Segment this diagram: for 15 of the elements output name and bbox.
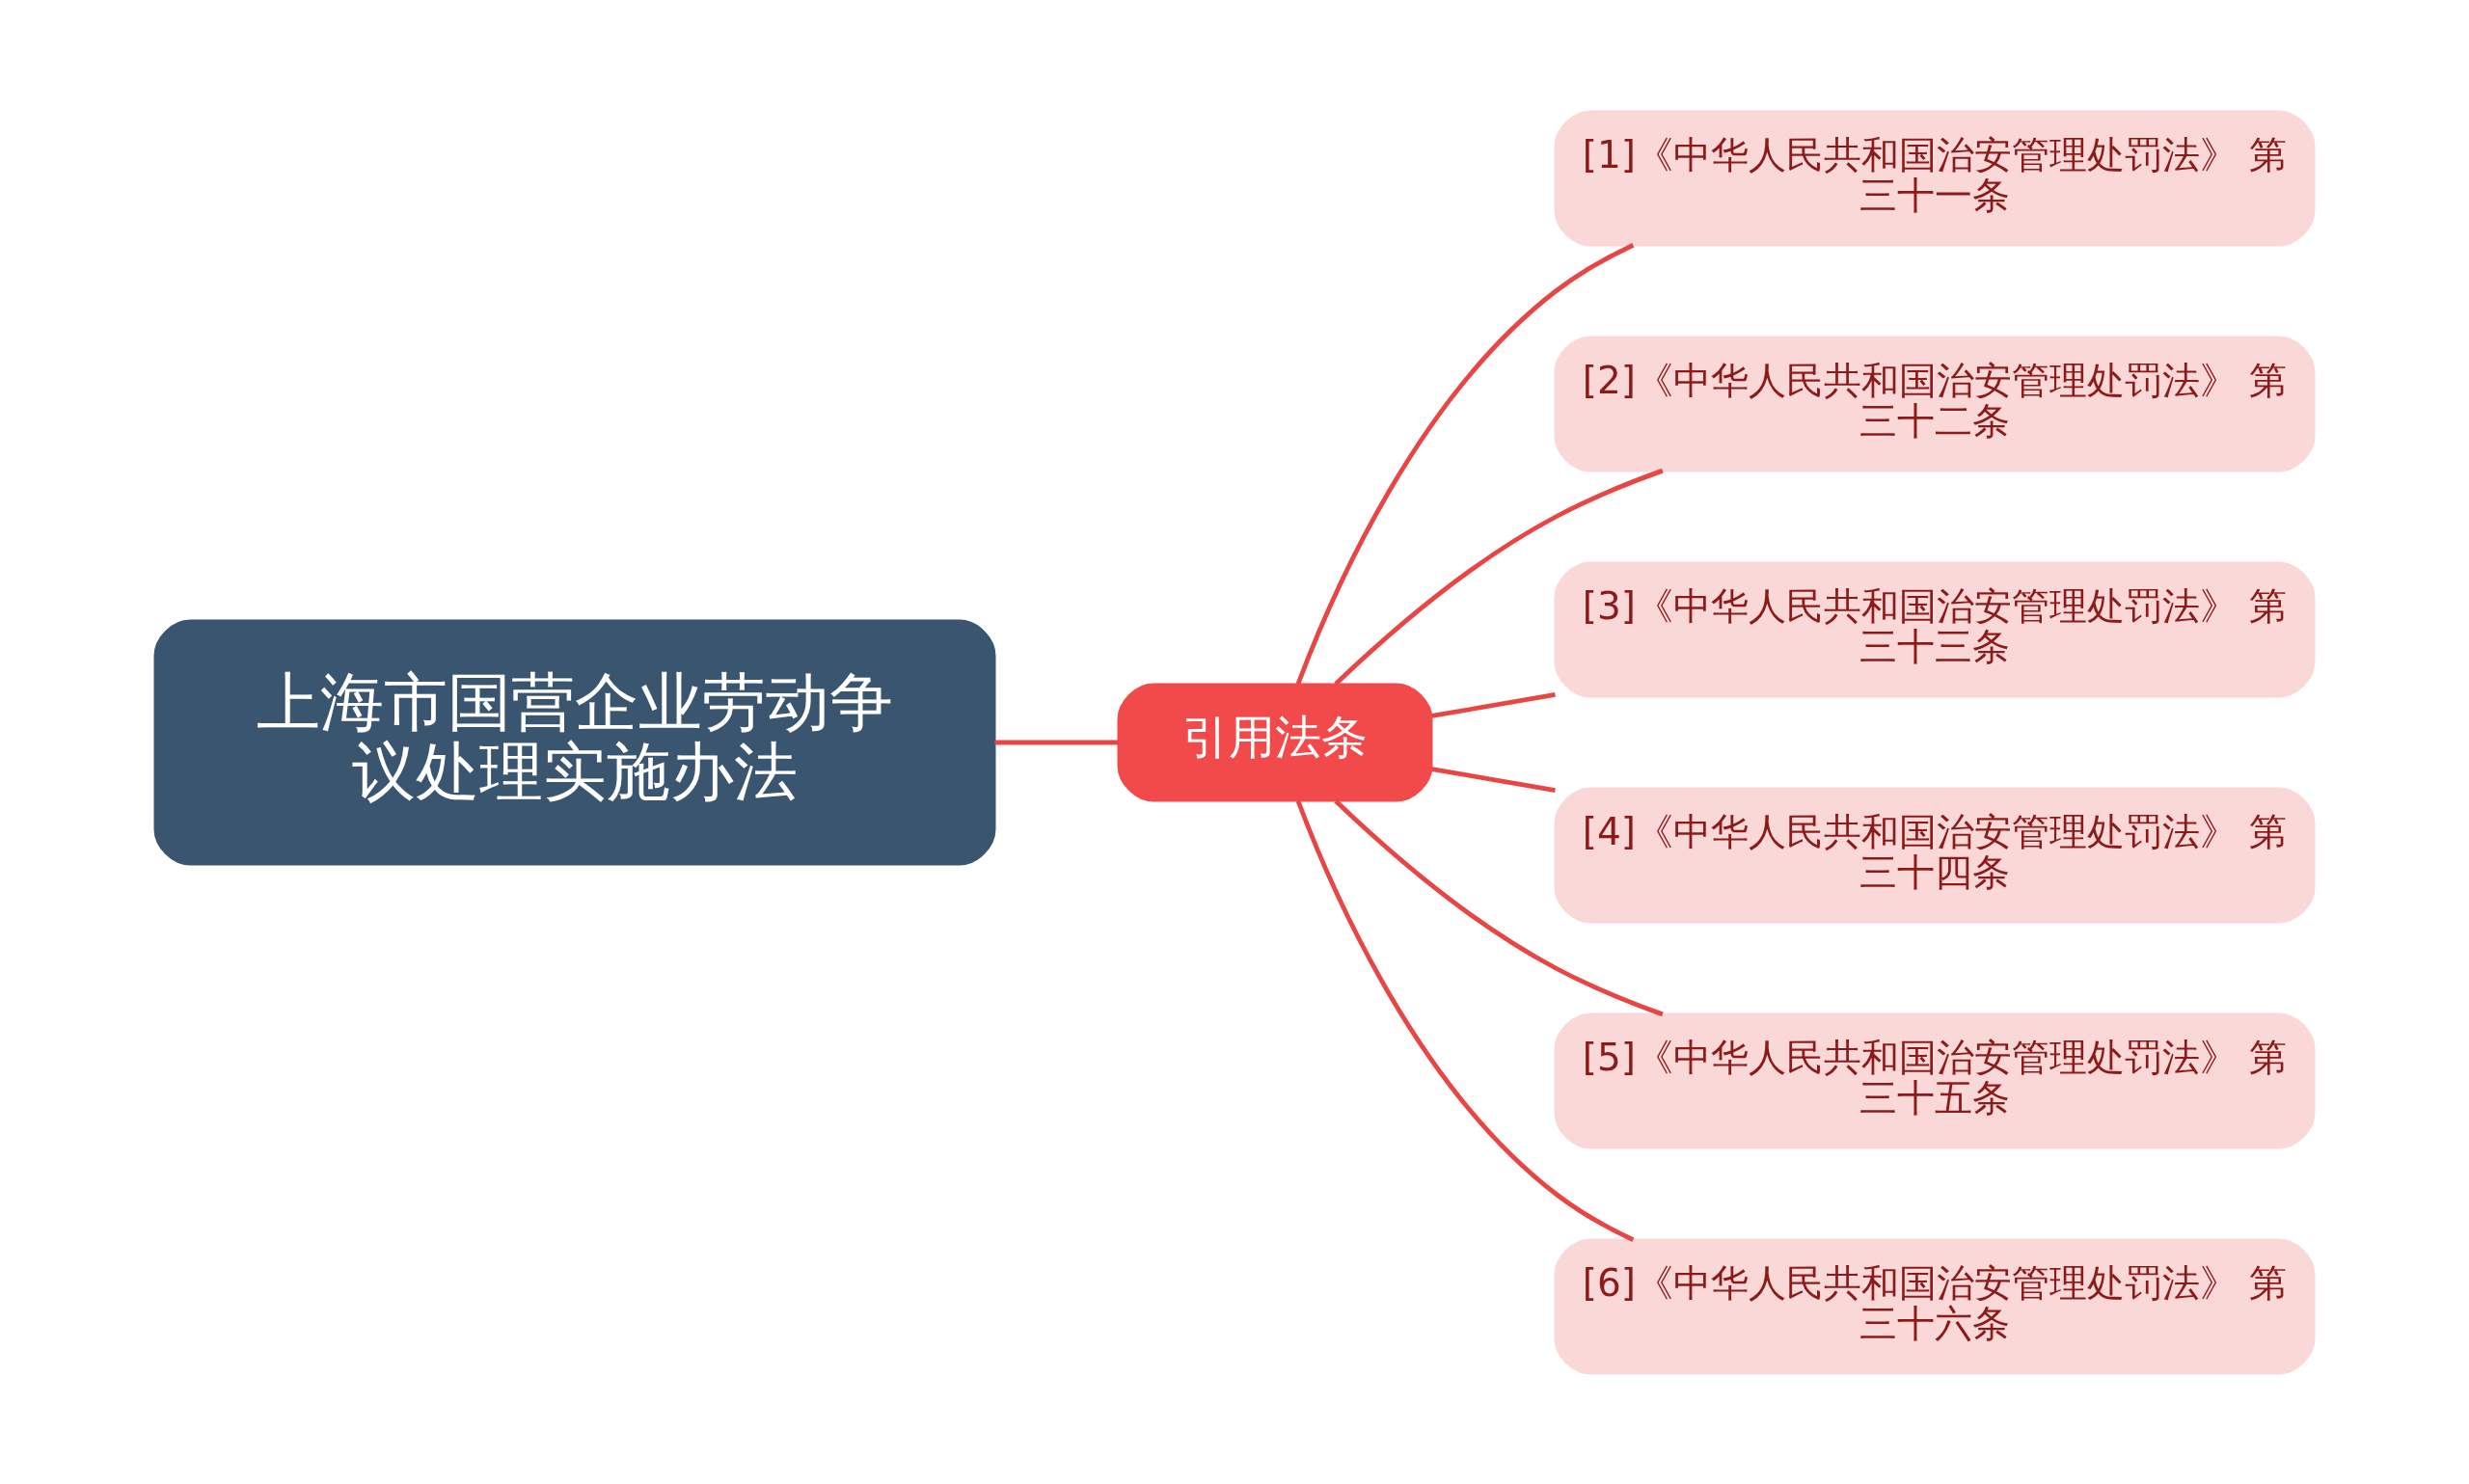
- connector: [1431, 766, 1556, 793]
- connector: [1295, 799, 1635, 1242]
- node-box: [6]《中华人民共和国治安管理处罚法》 第三十六条: [1554, 1238, 2316, 1374]
- node-box: 引用法条: [1117, 683, 1433, 801]
- connector: [1334, 468, 1664, 686]
- connector: [994, 740, 1119, 744]
- node-box: [1]《中华人民共和国治安管理处罚法》 第三十一条: [1554, 110, 2316, 246]
- node-box: 上海市国营企业劳动争议处理实施办法: [153, 619, 996, 865]
- node-box: [3]《中华人民共和国治安管理处罚法》 第三十三条: [1554, 561, 2316, 697]
- node-box: [4]《中华人民共和国治安管理处罚法》 第三十四条: [1554, 787, 2316, 923]
- connector: [1431, 691, 1556, 718]
- node-box: [5]《中华人民共和国治安管理处罚法》 第三十五条: [1554, 1012, 2316, 1148]
- connector: [1295, 242, 1635, 685]
- node-box: [2]《中华人民共和国治安管理处罚法》 第三十二条: [1554, 336, 2316, 472]
- connector: [1334, 798, 1664, 1016]
